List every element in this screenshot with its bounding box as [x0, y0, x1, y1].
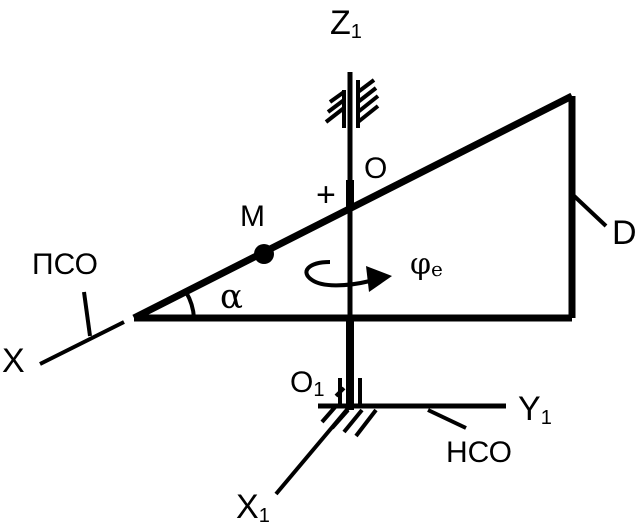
origin-o-label: O [364, 152, 387, 185]
rotation-phi-label: φe [410, 247, 443, 282]
point-m [254, 244, 274, 264]
plus-sign: + [316, 176, 336, 214]
label-nso: НСО [446, 436, 512, 469]
axis-x-label: X [2, 342, 25, 380]
d-leader [570, 192, 608, 228]
axis-x1-label: X1 [236, 488, 270, 526]
angle-alpha-label: α [220, 277, 243, 317]
origin-o1-label: O1 [290, 366, 324, 401]
nso-leader [427, 408, 467, 430]
angle-arc [184, 290, 196, 319]
axis-z-label: Z1 [330, 4, 362, 43]
label-d: D [612, 214, 637, 252]
pso-leader [82, 291, 92, 337]
triangle-plate [132, 92, 576, 322]
axis-x-line [39, 320, 125, 366]
bottom-bearing-hatch [320, 378, 378, 438]
rotation-arrow [304, 260, 392, 292]
label-pso: ПСО [32, 248, 98, 281]
axis-y1-label: Y1 [518, 390, 552, 429]
top-bearing-hatch [324, 78, 380, 128]
point-m-label: M [240, 200, 265, 233]
